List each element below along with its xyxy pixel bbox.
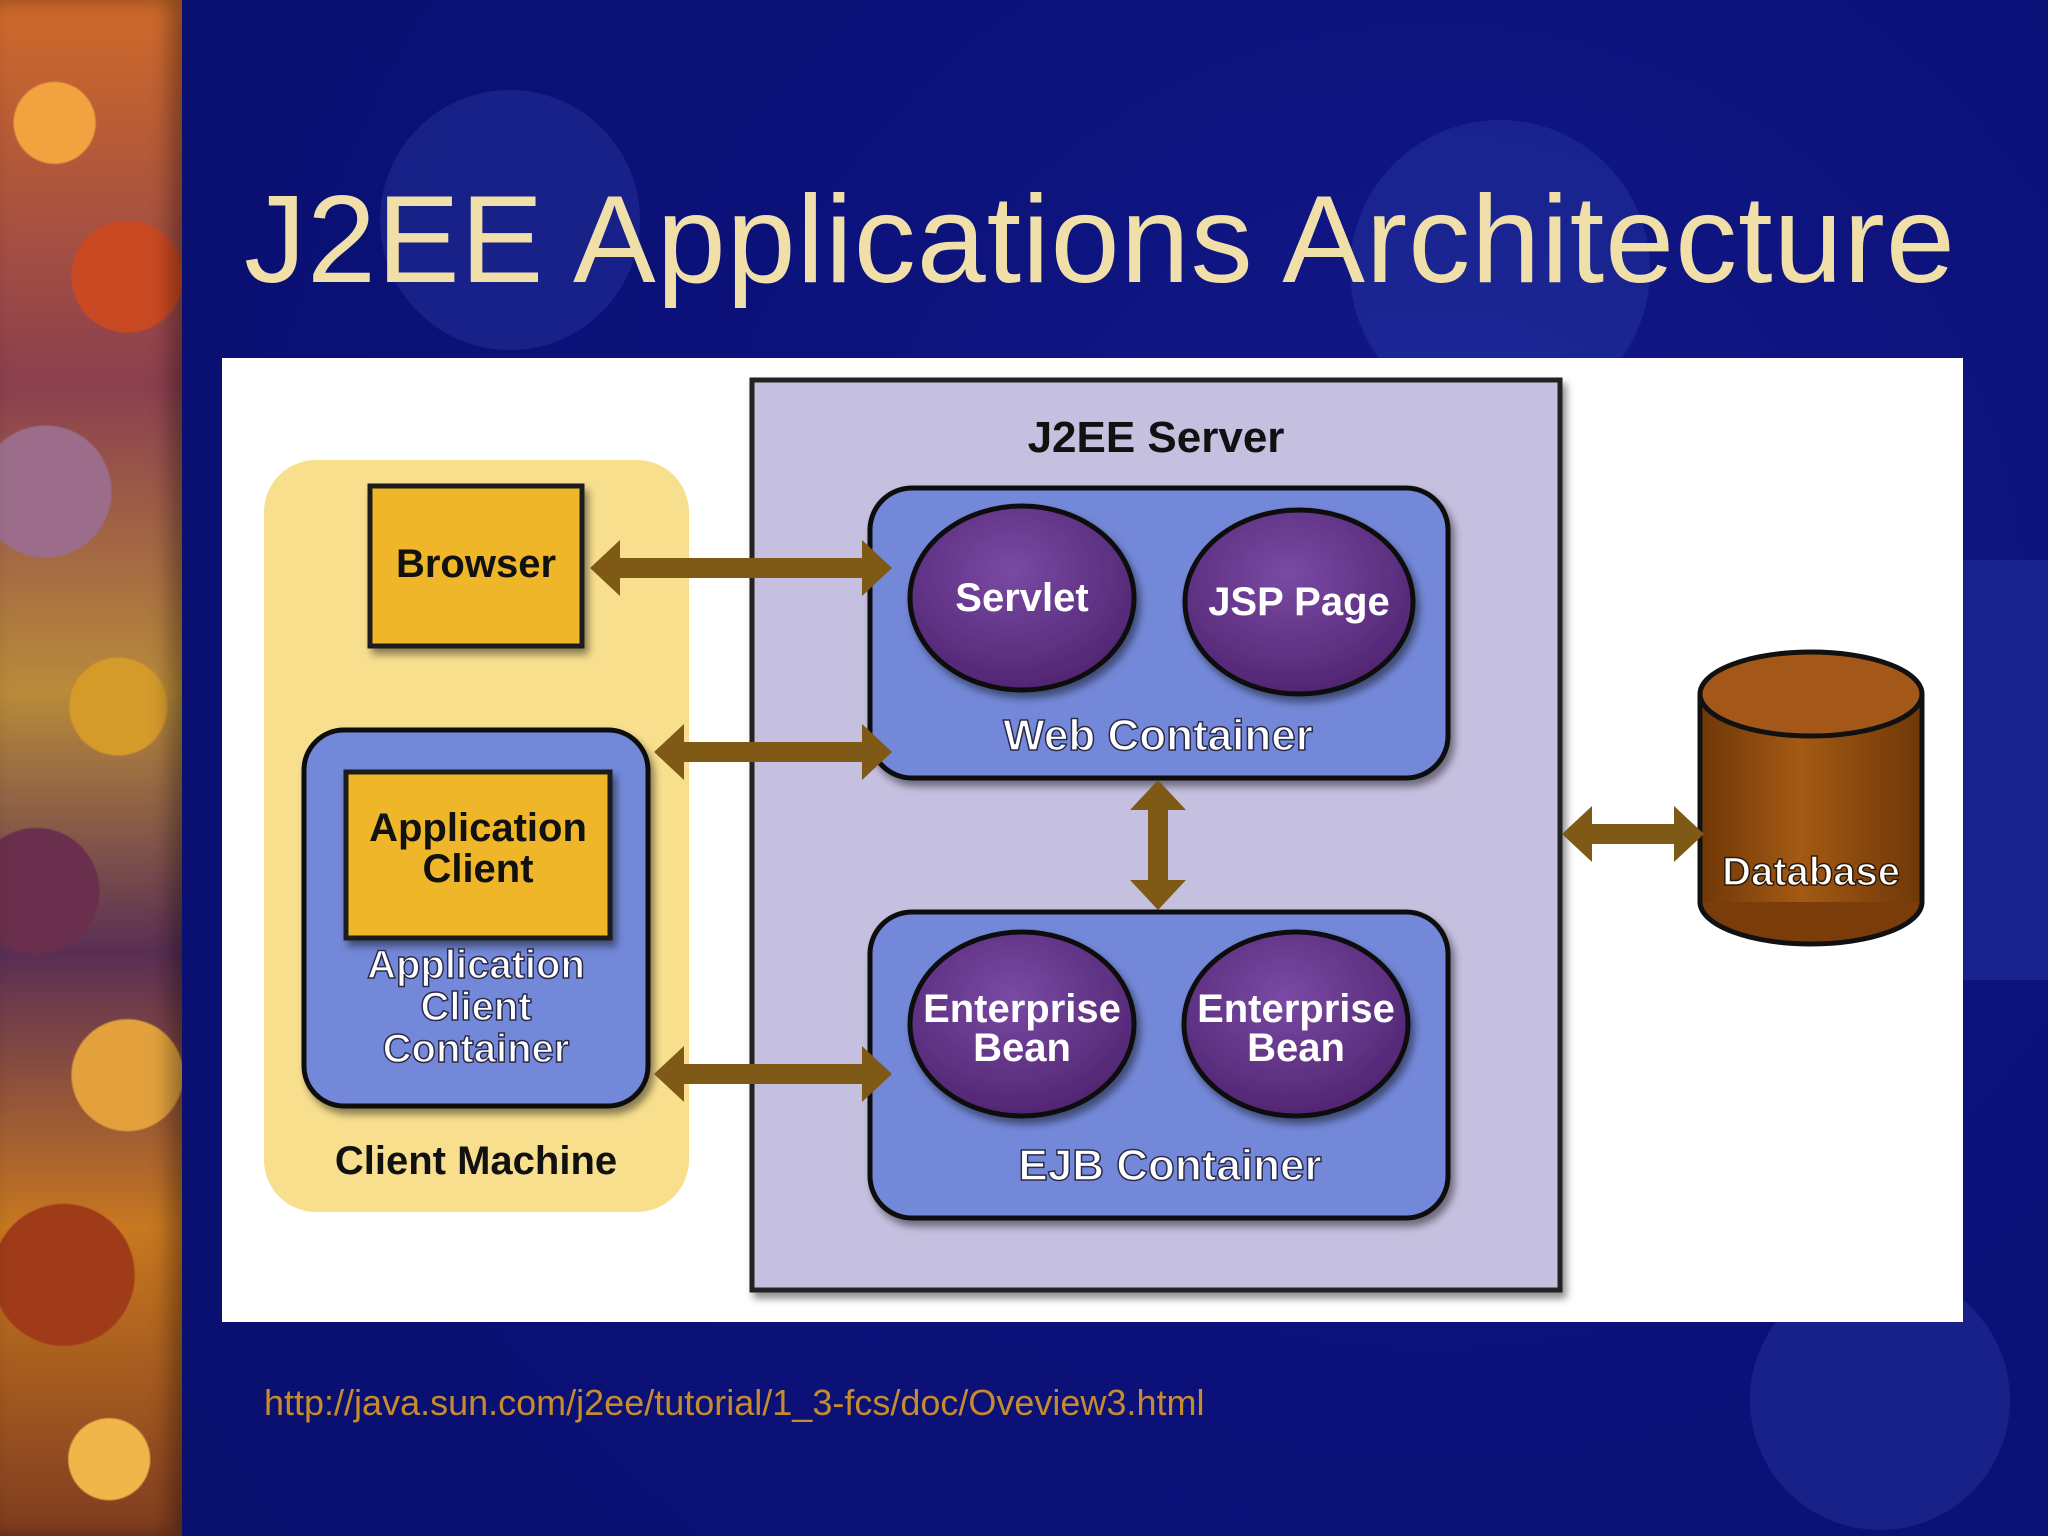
j2ee-server-label: J2EE Server	[1028, 413, 1285, 462]
server-database-arrow	[1562, 806, 1704, 862]
arrows	[590, 540, 1704, 1102]
app-client-label-line2: Client	[422, 847, 533, 891]
browser-group: Browser	[367, 483, 585, 649]
gear-decoration	[380, 90, 640, 350]
servlet-label: Servlet	[955, 576, 1088, 620]
web-ejb-arrow	[1130, 780, 1186, 910]
bean2-label-line2: Bean	[1247, 1026, 1345, 1070]
database-top	[1697, 649, 1925, 739]
app-client-container-label-line2: Client	[420, 985, 531, 1029]
jsp-label: JSP Page	[1208, 580, 1390, 624]
app-client-container-label-line3: Container	[383, 1027, 570, 1071]
app-client-label-line1: Application	[369, 806, 587, 850]
diagram-svg: Client Machine Browser Application Clien…	[264, 377, 1925, 1293]
app-client-container-group: Application Client Application Client Co…	[301, 727, 651, 1109]
architecture-diagram: Client Machine Browser Application Clien…	[222, 358, 1963, 1322]
app-client-container-label-line1: Application	[367, 943, 585, 987]
enterprise-bean-node	[1181, 929, 1411, 1119]
web-container-label: Web Container	[1003, 711, 1313, 760]
browser-label: Browser	[396, 542, 556, 586]
bean2-label-line1: Enterprise	[1197, 987, 1395, 1031]
browser-box	[367, 483, 585, 649]
web-container-group: Servlet JSP Page Web Container	[867, 485, 1451, 781]
source-url[interactable]: http://java.sun.com/j2ee/tutorial/1_3-fc…	[264, 1382, 1205, 1423]
jsp-node	[1182, 507, 1416, 697]
appclient-web-arrow	[654, 724, 892, 780]
database-group: Database	[1697, 649, 1925, 947]
enterprise-bean-node	[907, 929, 1137, 1119]
slide-title: J2EE Applications Architecture	[244, 171, 1956, 309]
ejb-container-group: Enterprise Bean Enterprise Bean EJB Cont…	[867, 909, 1451, 1221]
client-machine-label: Client Machine	[335, 1139, 617, 1183]
ejb-container-label: EJB Container	[1018, 1141, 1321, 1190]
bean1-label-line1: Enterprise	[923, 987, 1121, 1031]
database-label: Database	[1722, 850, 1900, 894]
app-client-box	[343, 769, 613, 941]
decorative-strip	[0, 0, 182, 1536]
appclient-ejb-arrow	[654, 1046, 892, 1102]
browser-web-arrow	[590, 540, 892, 596]
bean1-label-line2: Bean	[973, 1026, 1071, 1070]
servlet-node	[907, 503, 1137, 693]
